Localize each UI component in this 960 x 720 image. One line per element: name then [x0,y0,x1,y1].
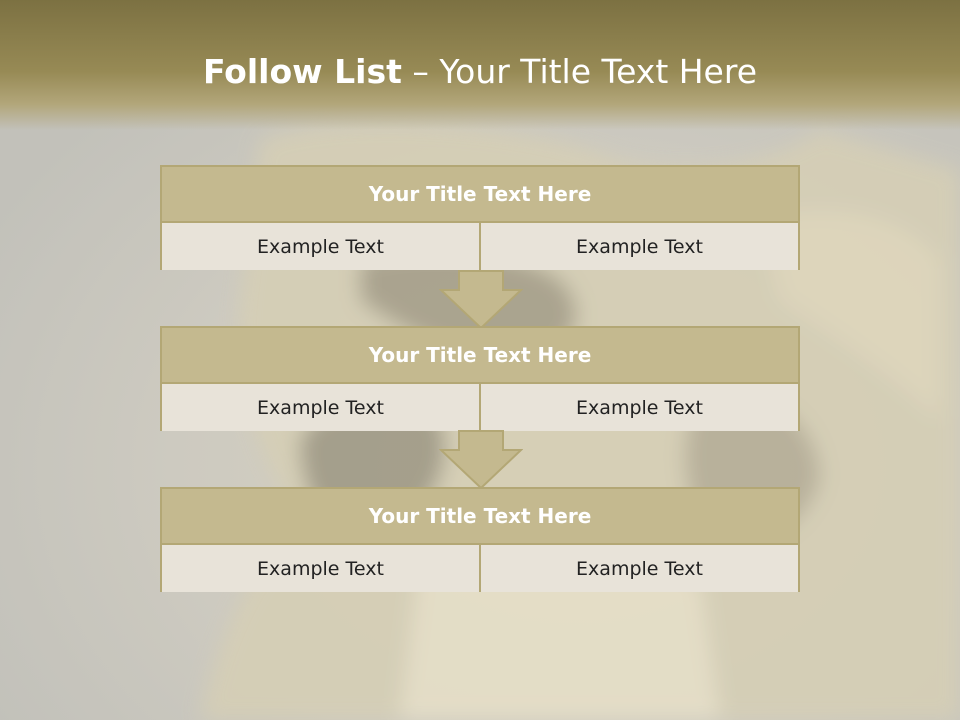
block-cell-right: Example Text [479,384,798,431]
block-row: Example Text Example Text [162,545,798,592]
slide-title: Follow List – Your Title Text Here [0,52,960,91]
block-cell-left: Example Text [162,223,479,270]
block-row: Example Text Example Text [162,223,798,270]
block-cell-left: Example Text [162,384,479,431]
list-block-2: Your Title Text Here Example Text Exampl… [160,326,800,431]
block-title: Your Title Text Here [162,328,798,384]
block-cell-left: Example Text [162,545,479,592]
block-title: Your Title Text Here [162,167,798,223]
block-cell-right: Example Text [479,545,798,592]
title-bold: Follow List [202,52,402,91]
header-band [0,0,960,130]
title-rest: – Your Title Text Here [412,52,758,91]
block-row: Example Text Example Text [162,384,798,431]
block-cell-right: Example Text [479,223,798,270]
down-arrow-icon [439,430,523,490]
list-block-1: Your Title Text Here Example Text Exampl… [160,165,800,270]
down-arrow-icon [439,270,523,330]
list-block-3: Your Title Text Here Example Text Exampl… [160,487,800,592]
block-title: Your Title Text Here [162,489,798,545]
